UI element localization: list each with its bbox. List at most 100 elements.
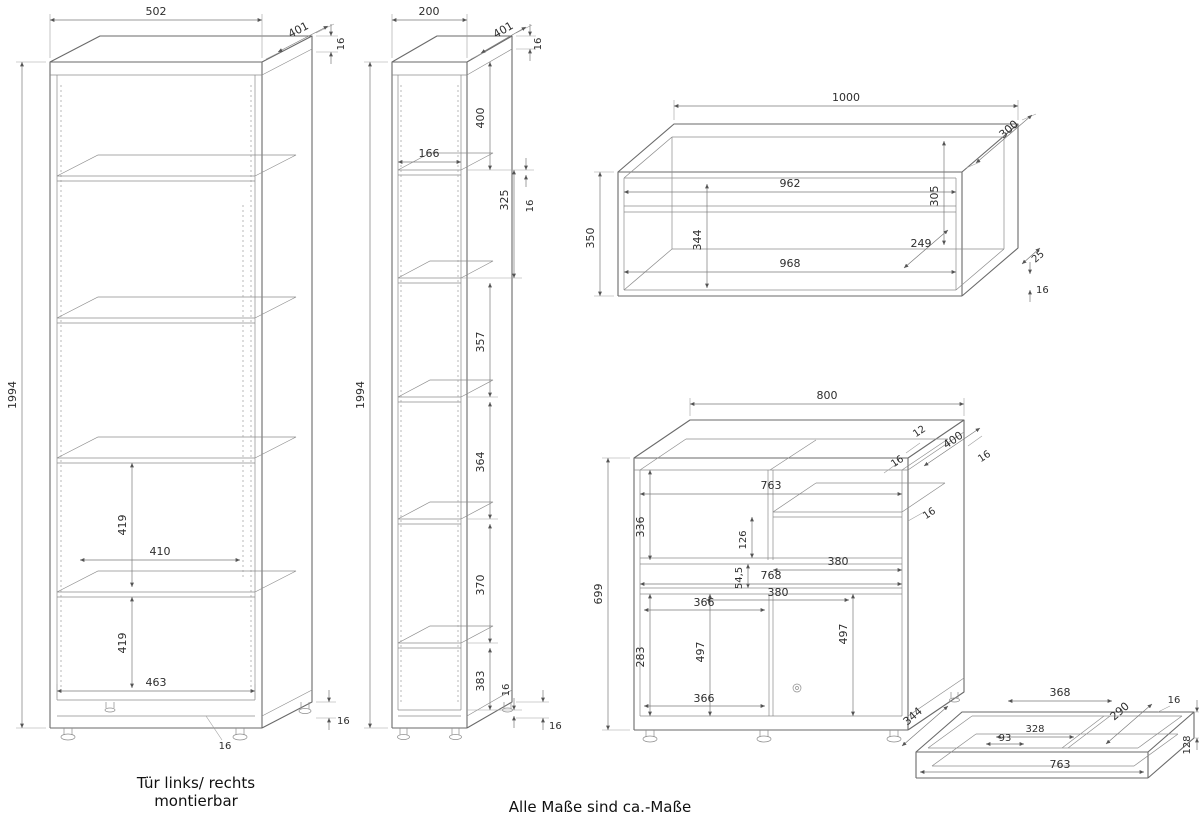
- tray-interior: [927, 715, 1183, 767]
- sideboard-niche-b-dim: 54,5: [734, 567, 745, 589]
- shelf-gap1-dim: 400: [474, 108, 487, 129]
- wallshelf-depth-dim: 300: [997, 118, 1021, 142]
- cabinet-depth-dim: 401: [286, 19, 311, 40]
- wallshelf-clear-height-dim: 344: [691, 230, 704, 251]
- sideboard-open-left-dim: 366: [694, 596, 715, 609]
- sideboard-shelf-panel-dim: 16: [921, 506, 938, 522]
- wallshelf-width-dim: 1000: [832, 91, 860, 104]
- sideboard-height-dim: 699: [592, 584, 605, 605]
- shelf-feet: [399, 702, 512, 735]
- sideboard-drawing: 699 800 12 400 16 16 16 763 336 126 54,5…: [592, 389, 993, 743]
- sideboard-depth-dim: 400: [941, 429, 966, 452]
- footer-note: Alle Maße sind ca.-Maße: [509, 798, 691, 816]
- sideboard-inner-width-dim: 763: [761, 479, 782, 492]
- cabinet-drill-rows: [60, 85, 252, 695]
- shelf-foot-glide: [449, 734, 462, 740]
- sideboard-half-right-dim: 380: [828, 555, 849, 568]
- shelf-foot-glide: [397, 734, 410, 740]
- sideboard-foot-glide: [642, 735, 658, 743]
- shelf-panels: [392, 48, 513, 717]
- shelf-gap5-dim: 370: [474, 575, 487, 596]
- wallshelf-height-dim: 350: [584, 228, 597, 249]
- sideboard-door-right-dim: 497: [837, 624, 850, 645]
- dim-line: [975, 114, 1033, 164]
- cabinet-foot-glide: [104, 707, 116, 713]
- shelf-boards: [397, 152, 494, 649]
- cabinet-foot-glide: [298, 708, 312, 714]
- sideboard-width-dim: 800: [817, 389, 838, 402]
- shelf-drill-rows: [400, 85, 459, 705]
- narrow-shelf-drawing: 200 401 16 1994 166 400 325 16 357 364 3…: [354, 5, 562, 740]
- shelf-width-dim: 200: [419, 5, 440, 18]
- cabinet-height-dim: 1994: [6, 381, 19, 409]
- shelf-inner-width-dim: 166: [419, 147, 440, 160]
- wallshelf-bottom-inner-width-dim: 968: [780, 257, 801, 270]
- sideboard-half-mid-dim: 380: [768, 586, 789, 599]
- cabinet-top-thickness-dim: 16: [336, 38, 347, 51]
- shelf-outline: [391, 35, 513, 729]
- cabinet-feet: [63, 702, 310, 735]
- dim-line: [923, 427, 981, 467]
- cabinet-bottom-thickness-dim: 16: [219, 741, 232, 752]
- shelf-gap4-dim: 364: [474, 452, 487, 473]
- sideboard-feet: [645, 692, 959, 737]
- shelf-bottom-thickness-dim: 16: [501, 684, 512, 697]
- sideboard-door-left-dim: 497: [694, 642, 707, 663]
- wallshelf-outline: [617, 123, 1019, 297]
- wall-shelf-drawing: 1000 300 350 962 305 344 249 968 25 16: [584, 91, 1049, 302]
- tray-section-a-dim: 368: [1050, 686, 1071, 699]
- cabinet-foot-height-dim: 16: [337, 716, 350, 727]
- cabinet-width-dim: 502: [146, 5, 167, 18]
- tray-extension-lines: [1157, 705, 1199, 739]
- wallshelf-thickness-dim: 16: [1036, 285, 1049, 296]
- sideboard-lower-height-dim: 283: [634, 647, 647, 668]
- tall-cabinet-drawing: 502 401 16 1994 419 410 419 463 16 16: [6, 5, 350, 752]
- tray-depth-b-dim: 290: [1108, 700, 1132, 724]
- cabinet-gap-lower-dim: 419: [116, 633, 129, 654]
- door-knob: [792, 683, 802, 693]
- shelf-height-dim: 1994: [354, 381, 367, 409]
- shelf-gap6-dim: 383: [474, 671, 487, 692]
- dim-line: [901, 705, 949, 747]
- door-knob-center: [795, 686, 799, 690]
- tray-rim-dim: 16: [1168, 695, 1181, 706]
- sideboard-back-gap-dim: 12: [911, 424, 928, 440]
- cabinet-inner-width-dim: 463: [146, 676, 167, 689]
- cabinet-foot-glide: [232, 733, 248, 741]
- cabinet-extension-lines: [16, 14, 338, 741]
- dim-line: [480, 26, 527, 54]
- sideboard-foot-glide: [886, 735, 902, 743]
- sideboard-foot-glide: [949, 697, 960, 703]
- door-mount-note-line1: Tür links/ rechts: [136, 774, 255, 792]
- sideboard-foot-glide: [756, 735, 772, 743]
- dim-line: [1105, 703, 1153, 745]
- cabinet-shelves: [56, 154, 297, 598]
- cabinet-foot-glide: [60, 733, 76, 741]
- sideboard-top-panel-dim: 16: [976, 449, 993, 465]
- wallshelf-extension-lines: [594, 100, 1037, 297]
- cabinet-outline: [49, 35, 313, 729]
- sideboard-niche-a-dim: 126: [738, 530, 749, 549]
- cabinet-gap-upper-dim: 419: [116, 515, 129, 536]
- wallshelf-inner-depth-dim: 249: [911, 237, 932, 250]
- sideboard-drawer-width-dim: 768: [761, 569, 782, 582]
- sideboard-interior: [634, 431, 965, 717]
- sideboard-open-bottom-dim: 366: [694, 692, 715, 705]
- shelf-top-thickness-dim: 16: [533, 38, 544, 51]
- shelf-gap3-dim: 357: [474, 332, 487, 353]
- shelf-foot-height-dim: 16: [549, 721, 562, 732]
- wallshelf-interior: [623, 136, 1005, 291]
- drawer-tray-drawing: 344 368 290 16 128 93 328 763: [901, 686, 1199, 779]
- tray-height-dim: 128: [1182, 735, 1193, 754]
- dim-line: [1021, 247, 1041, 265]
- tray-width-dim: 763: [1050, 758, 1071, 771]
- dim-line: [903, 229, 949, 269]
- wallshelf-edge-dim: 25: [1030, 249, 1047, 266]
- sideboard-outline: [633, 419, 965, 731]
- tray-section-c-dim: 93: [999, 733, 1012, 744]
- shelf-gap2-dim: 325: [498, 190, 511, 211]
- sideboard-upper-height-dim: 336: [634, 517, 647, 538]
- cabinet-glass-shelf-dim: 410: [150, 545, 171, 558]
